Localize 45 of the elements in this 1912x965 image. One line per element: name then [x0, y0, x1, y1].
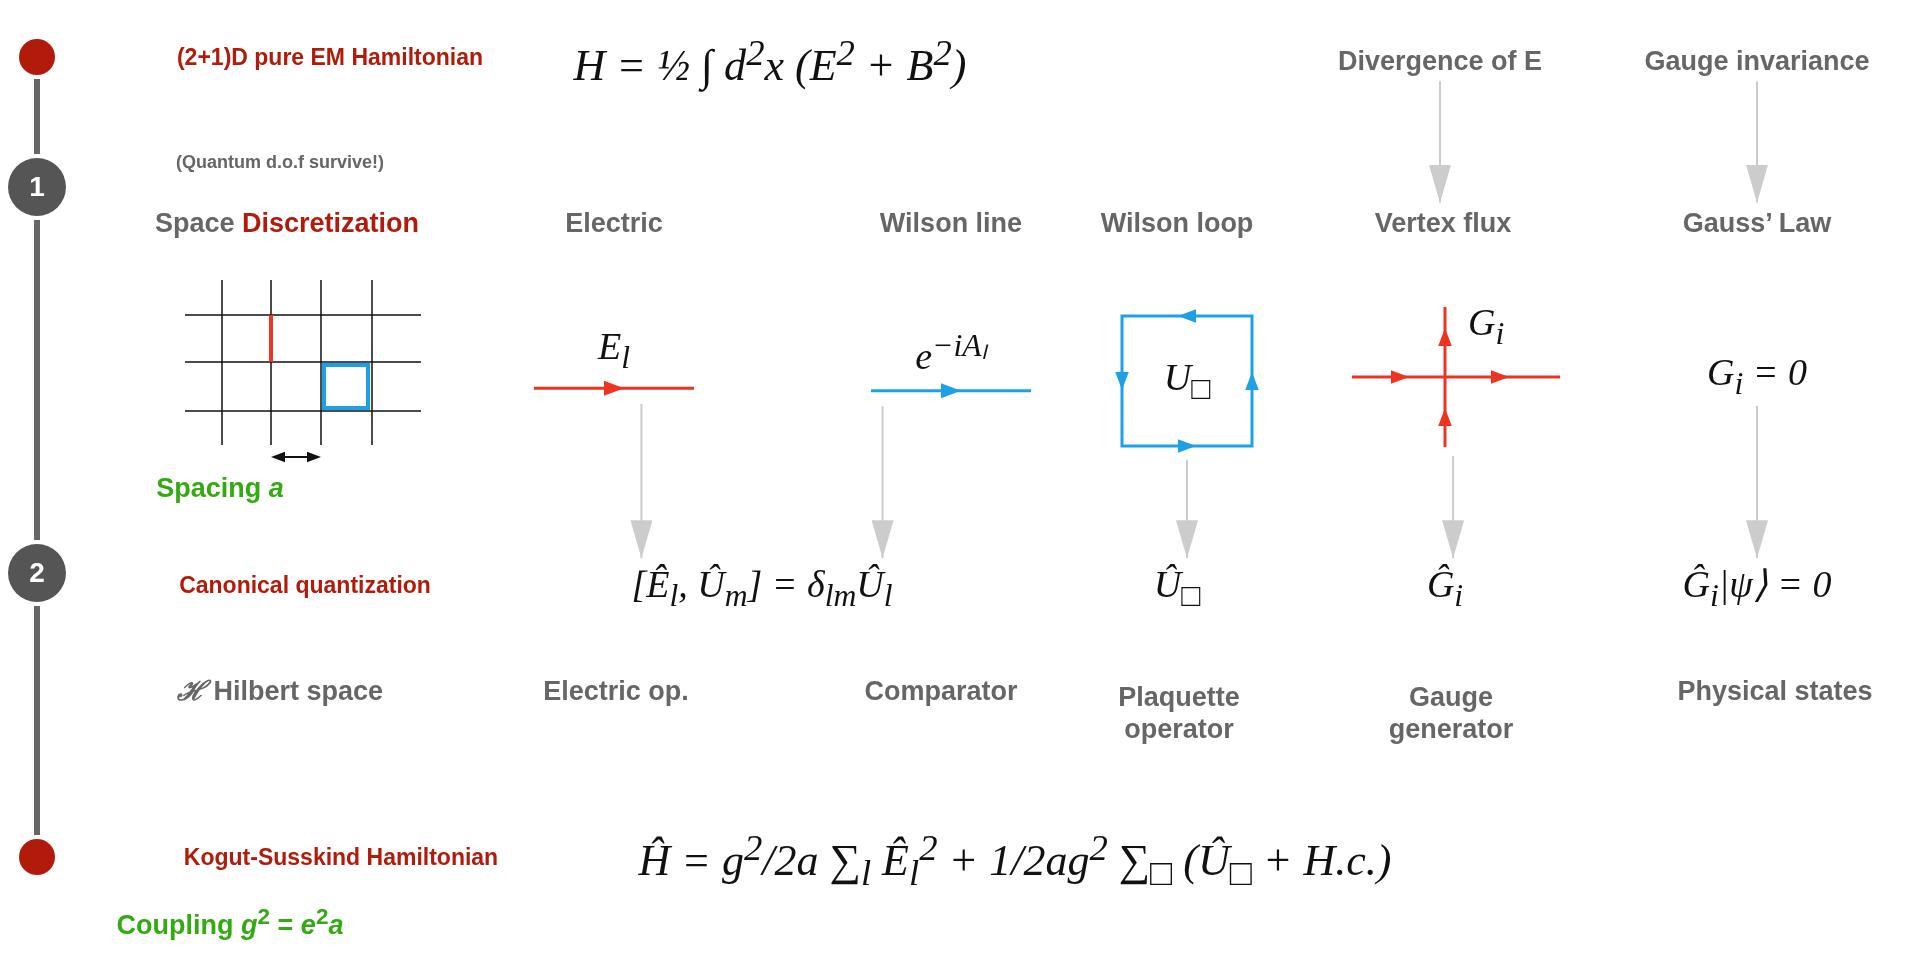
step-number-badge: 1 [8, 158, 66, 216]
caption: Plaquette operator [1117, 680, 1241, 746]
step-title: Canonical quantization [179, 571, 431, 599]
operator-symbol: Û$_{□}$ [1153, 562, 1201, 614]
chevron-arrow [1746, 80, 1768, 204]
operator-symbol: Ĝ$_{i}$ [1426, 562, 1464, 614]
column-heading: Vertex flux [1374, 206, 1512, 240]
step-title: Kogut-Susskind Hamiltonian [183, 843, 499, 871]
equation: [Ê$_{l}$, Û$_{m}$] = δ$_{lm}$Û$_{l}$ [631, 562, 893, 614]
chevron-arrow [1176, 459, 1198, 560]
column-heading: Electric [565, 206, 663, 240]
caption: Physical states [1677, 674, 1873, 708]
note: (Quantum d.o.f survive!) [176, 151, 384, 173]
caption: Electric op. [543, 674, 689, 708]
step-heading: Space Discretization [154, 206, 420, 240]
math-label: G$_{i}$ [1468, 300, 1505, 352]
hilbert-space-label: ℋ Hilbert space [176, 674, 384, 708]
chevron-arrow [630, 402, 653, 560]
chevron-arrow [1429, 80, 1451, 204]
column-heading: Gauge invariance [1644, 44, 1870, 78]
math-label: E$_{l}$ [596, 324, 631, 376]
column-heading: Gauss’ Law [1682, 206, 1832, 240]
caption: Comparator [864, 674, 1018, 708]
math-label: e$^{−iAₗ}$ [914, 326, 990, 379]
equation: H = ½ ∫ d$^{2}$x (E$^{2}$ + B$^{2}$) [573, 30, 967, 92]
equation: Ĝ$_{i}$|ψ⟩ = 0 [1682, 562, 1832, 614]
math-label: U$_{□}$ [1163, 355, 1211, 407]
timeline-dot [19, 839, 55, 875]
chevron-arrow [1442, 455, 1465, 560]
column-heading: Divergence of E [1337, 44, 1543, 78]
timeline-dot [19, 39, 55, 75]
caption: Gauge generator [1387, 680, 1515, 746]
timeline-line [34, 606, 40, 835]
chevron-arrow [871, 405, 894, 560]
chevron-arrow [1746, 404, 1768, 560]
column-heading: Wilson loop [1100, 206, 1254, 240]
equation: G$_{i}$ = 0 [1707, 350, 1807, 402]
timeline-line [34, 220, 40, 540]
step-title: (2+1)D pure EM Hamiltonian [176, 43, 484, 71]
equation: Ĥ = g$^{2}$/2a ∑$_{l}$ Ê$_{l}$$^{2}$ + 1/2ag$^{2}$ ∑$_{□}$ (Û$_{□}$ + H.c.) [638, 825, 1392, 895]
step-number-badge: 2 [8, 544, 66, 602]
column-heading: Wilson line [879, 206, 1023, 240]
coupling-label: Coupling g$^{2}$ = e$^{2}$a [116, 903, 344, 941]
spacing-label: Spacing a [156, 472, 284, 504]
timeline-line [34, 79, 40, 154]
